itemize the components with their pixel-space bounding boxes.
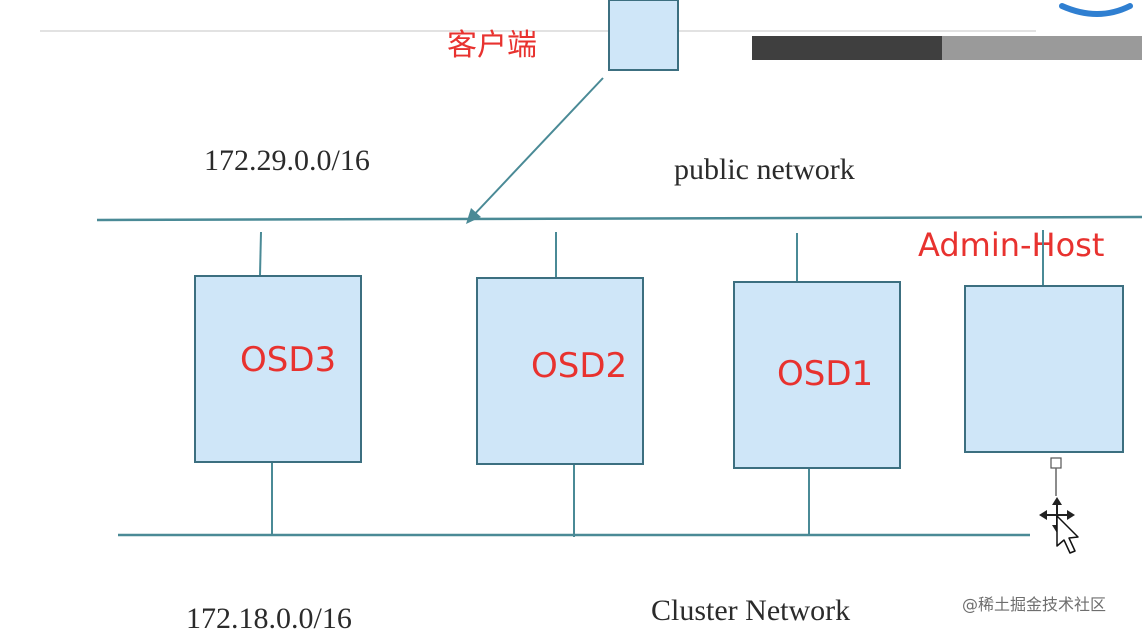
top-right-progress-bar: [752, 36, 1142, 60]
osd2-node: [476, 277, 644, 465]
public-network-label: public network: [674, 153, 855, 186]
osd3-label: OSD3: [240, 340, 336, 380]
admin-host-label: Admin-Host: [918, 226, 1104, 264]
osd1-node: [733, 281, 901, 469]
watermark-text: @稀土掘金技术社区: [962, 595, 1106, 614]
osd3-node: [194, 275, 362, 463]
cluster-subnet-label: 172.18.0.0/16: [186, 602, 352, 632]
public-network-line: [96, 215, 1142, 222]
app-logo-fragment-icon: [1059, 3, 1133, 17]
public-subnet-label: 172.29.0.0/16: [204, 144, 370, 177]
client-node: [608, 0, 679, 71]
osd2-label: OSD2: [531, 346, 627, 386]
admin-host-node: [964, 285, 1124, 453]
mouse-pointer-icon: [1056, 515, 1079, 554]
client-label: 客户端: [447, 28, 537, 63]
osd3-public-link: [259, 231, 262, 276]
selected-connector-handle[interactable]: [1050, 457, 1062, 496]
osd1-label: OSD1: [777, 354, 873, 394]
cluster-network-label: Cluster Network: [651, 594, 850, 627]
